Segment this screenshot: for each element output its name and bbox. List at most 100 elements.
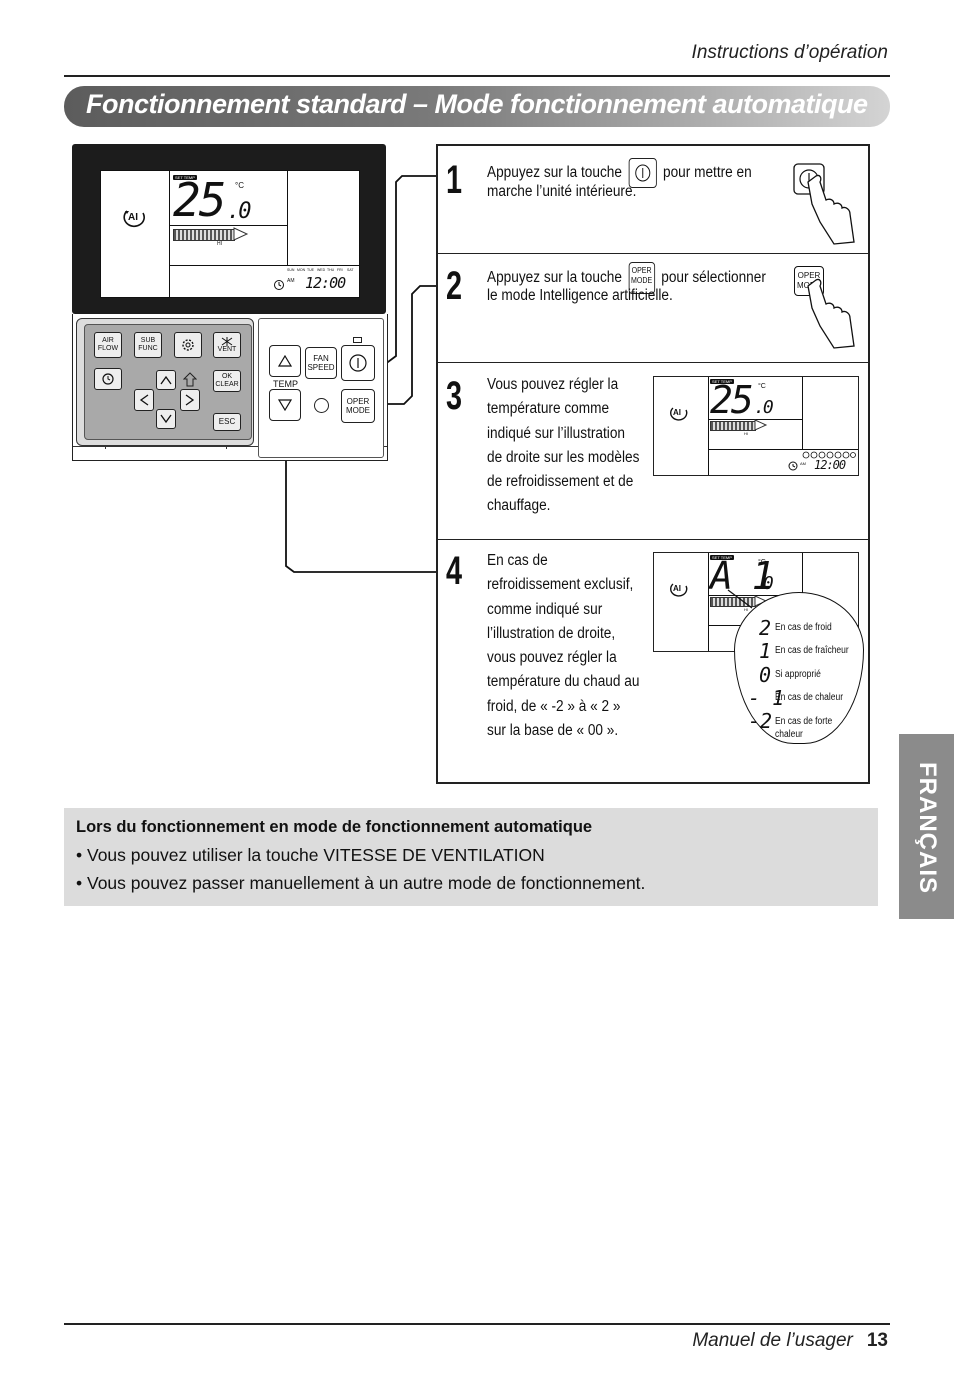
vent-button[interactable]: VENT — [213, 332, 241, 358]
footer-rule — [64, 1323, 890, 1325]
step-3-line: température comme — [487, 400, 610, 418]
step-3-line: indiqué sur l’illustration — [487, 424, 625, 442]
chevron-up-icon — [160, 375, 172, 385]
section-banner: Fonctionnement standard – Mode fonctionn… — [64, 86, 890, 127]
step-2-text-after: pour sélectionner — [661, 269, 766, 287]
lcd-decimal: .0 — [227, 199, 251, 224]
step-3-am: AM — [800, 461, 806, 466]
fan-speed-button[interactable]: FAN SPEED — [305, 347, 337, 379]
air-flow-label-1: AIR — [102, 337, 114, 344]
finger-oper-label-1: OPER — [797, 271, 821, 280]
step-4-display-value: A 1 — [710, 554, 775, 598]
step-1-text-line2: marche l’unité intérieure. — [487, 183, 637, 200]
air-flow-button[interactable]: AIR FLOW — [94, 332, 122, 358]
up-button[interactable] — [156, 370, 176, 390]
temp-down-button[interactable] — [269, 389, 301, 421]
fan-hi-label: HI — [217, 241, 222, 247]
lcd-time: 12:00 — [305, 274, 346, 292]
chevron-left-icon — [139, 394, 149, 406]
set-temp-tag: SET TEMP — [173, 175, 197, 180]
remote-button-panel: TEMP FAN SPEED OPER MODE — [258, 318, 384, 458]
step-number: 2 — [446, 264, 463, 308]
step-4-line: refroidissement exclusif, — [487, 576, 634, 594]
step-3-unit: °C — [758, 383, 766, 390]
step-number: 1 — [446, 158, 463, 202]
section-title: Fonctionnement standard – Mode fonctionn… — [86, 89, 868, 119]
step-3-text: Vous pouvez régler la température comme … — [487, 373, 663, 519]
sub-func-button[interactable]: SUB FUNC — [134, 332, 162, 358]
step-3-decimal: .0 — [754, 397, 774, 418]
down-button[interactable] — [156, 409, 176, 429]
header-rule — [64, 75, 890, 77]
step-1-text-before: Appuyez sur la touche — [487, 164, 622, 182]
gear-icon — [182, 339, 194, 351]
fan-hi-label: HI — [744, 607, 748, 612]
ok-clear-button[interactable]: OK CLEAR — [213, 370, 241, 392]
step-2-text: Appuyez sur la touche OPER MODE pour sél… — [487, 262, 786, 308]
oper-mode-button[interactable]: OPER MODE — [341, 389, 375, 423]
right-button[interactable] — [180, 389, 200, 411]
left-button[interactable] — [134, 389, 154, 411]
power-button[interactable] — [341, 345, 375, 381]
step-3-line: de droite sur les modèles — [487, 448, 640, 466]
day-sun: SUN — [287, 268, 295, 272]
clock-icon — [788, 461, 798, 471]
chevron-down-icon — [160, 414, 172, 424]
lcd-am: AM — [287, 278, 295, 284]
fan-arrow-icon — [233, 227, 249, 241]
vent-label: VENT — [217, 345, 237, 353]
clock-icon — [102, 373, 114, 385]
legend-label: En cas de chaleur — [775, 692, 844, 703]
step-4-unit: °C — [758, 559, 766, 566]
fan-bar-graph — [710, 421, 756, 431]
step-number: 4 — [446, 549, 463, 593]
power-button-inline — [628, 158, 657, 188]
set-temp-tag: SET TEMP — [710, 379, 734, 384]
legend-digit: 0 — [759, 663, 772, 687]
step-4-line: En cas de — [487, 552, 548, 569]
oper-mode-inline-label-1: OPER — [631, 266, 652, 275]
power-icon — [634, 164, 651, 182]
legend-label: Si approprié — [775, 669, 821, 680]
chevron-right-icon — [185, 394, 195, 406]
legend-digit: -2 — [748, 709, 773, 733]
ai-mode-icon: AI — [668, 581, 690, 604]
step-4-line: sur la base de « 00 ». — [487, 722, 619, 740]
fan-speed-label-2: SPEED — [307, 363, 335, 372]
step-divider-2 — [436, 362, 868, 364]
legend-label: En cas de froid — [775, 622, 832, 633]
day-tue: TUE — [307, 268, 314, 272]
note-bullet: • Vous pouvez utiliser la touche VITESSE… — [76, 845, 545, 865]
esc-button[interactable]: ESC — [213, 413, 241, 431]
step-4-text: En cas de refroidissement exclusif, comm… — [487, 549, 663, 743]
finger-press-power-icon — [793, 163, 855, 245]
legend-label-continued: chaleur — [775, 729, 803, 740]
step-1-text: Appuyez sur la touche pour mettre en mar… — [487, 158, 786, 204]
note-title: Lors du fonctionnement en mode de foncti… — [76, 818, 593, 836]
step-3-line: chauffage. — [487, 497, 551, 515]
temp-label: TEMP — [273, 379, 299, 389]
settings-button[interactable] — [174, 332, 202, 358]
fan-arrow-icon — [754, 419, 768, 431]
ok-label: OK — [221, 373, 233, 380]
home-icon — [183, 372, 197, 387]
step-4-line: comme indiqué sur — [487, 600, 603, 618]
step-4-line: froid, de « -2 » à « 2 » — [487, 697, 621, 715]
step-4-line: vous pouvez régler la — [487, 649, 617, 667]
temp-up-button[interactable] — [269, 345, 301, 377]
lcd-temperature: 25 — [173, 173, 226, 227]
sensor-button[interactable] — [314, 398, 329, 413]
sub-func-label-2: FUNC — [138, 345, 158, 352]
ai-mode-text: AI — [673, 408, 681, 417]
oper-mode-label-2: MODE — [346, 406, 370, 415]
step-4-decimal: .0 — [754, 573, 774, 594]
step-divider-1 — [436, 253, 868, 255]
step-1-text-after: pour mettre en — [663, 164, 752, 182]
weekday-row: SUN MON TUE WED THU FRI SAT — [287, 268, 357, 278]
timer-button[interactable] — [94, 368, 122, 390]
step-4-line: l’illustration de droite, — [487, 624, 616, 642]
power-icon — [349, 354, 367, 372]
lcd-unit: °C — [235, 181, 244, 190]
step-divider-3 — [436, 539, 868, 541]
